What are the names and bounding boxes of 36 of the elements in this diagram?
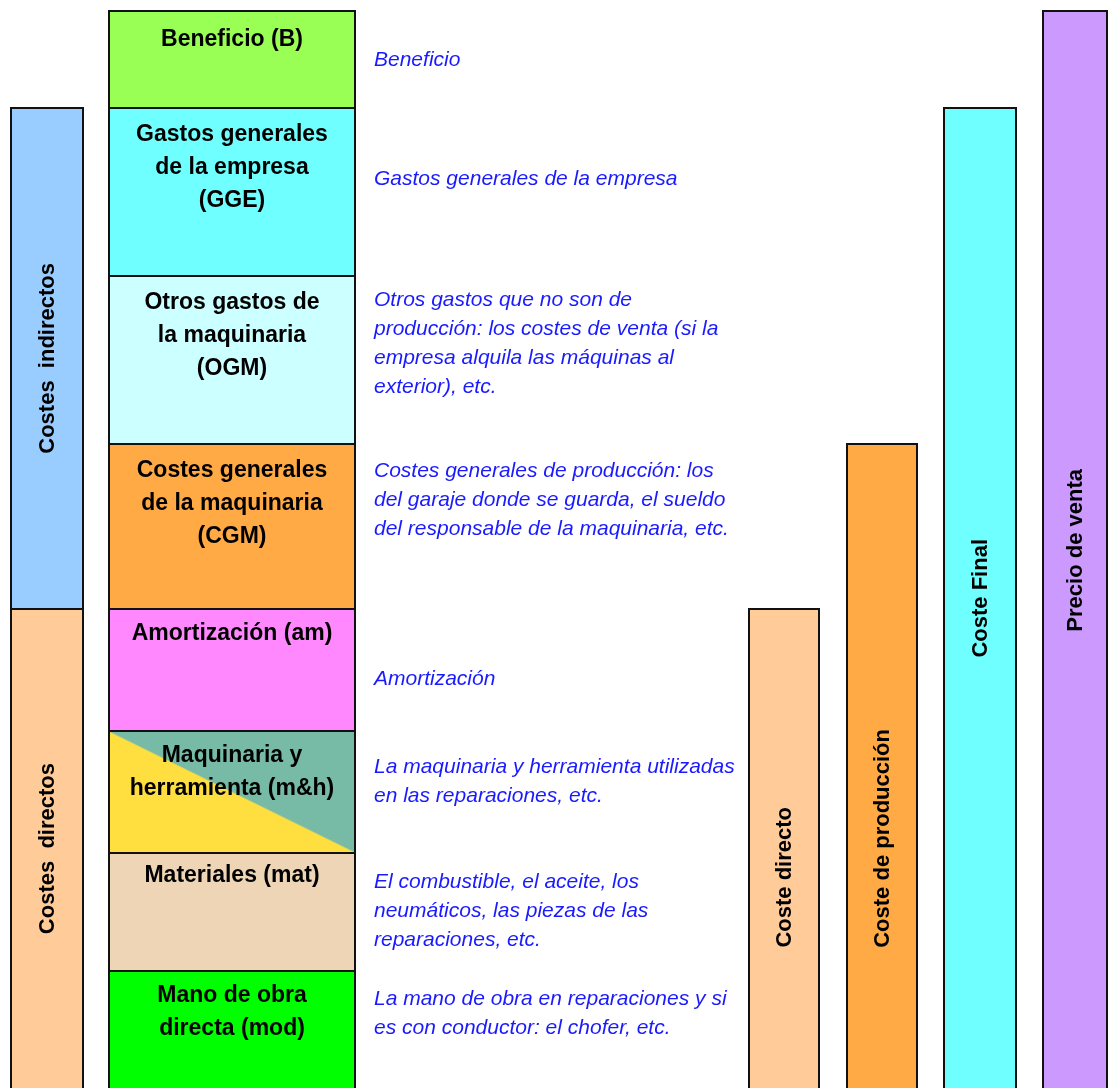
block-label: Costes generales de la maquinaria (CGM) xyxy=(135,455,329,550)
block-label: Amortización (am) xyxy=(131,618,333,647)
cost-block xyxy=(108,970,356,1088)
bar-label: Coste directo xyxy=(771,807,797,948)
description-text: La mano de obra en reparaciones y si es con conductor: el chofer, etc. xyxy=(374,985,728,1040)
description-text: La maquinaria y herramienta utilizadas en las reparaciones, etc. xyxy=(374,753,736,808)
cost-block xyxy=(108,608,356,732)
cost-bar xyxy=(943,107,1017,1088)
description-text: El combustible, el aceite, los neumáticos, las piezas de las reparaciones, etc. xyxy=(374,868,650,952)
block-label: Maquinaria y herramienta (m&h) xyxy=(128,740,336,802)
description-text: Otros gastos que no son de producción: los costes de venta (si la empresa alquila las máquinas al exterior), etc. xyxy=(374,286,720,399)
cost-bar xyxy=(1042,10,1108,1088)
block-label: Beneficio (B) xyxy=(161,24,303,53)
cost-block xyxy=(108,730,356,854)
bar-label: Coste Final xyxy=(967,539,993,658)
block-label: Otros gastos de la maquinaria (OGM) xyxy=(143,287,321,382)
cost-bar xyxy=(846,443,918,1088)
cost-bar xyxy=(748,608,820,1088)
cost-bar xyxy=(10,608,84,1088)
description-text: Beneficio xyxy=(374,46,462,72)
block-label: Gastos generales de la empresa (GGE) xyxy=(135,119,329,214)
description-text: Costes generales de producción: los del garaje donde se guarda, el sueldo del responsable de la maquinaria, etc. xyxy=(374,457,730,541)
description-text: Gastos generales de la empresa xyxy=(374,165,679,191)
bar-label: Precio de venta xyxy=(1062,468,1088,632)
bar-label: Coste de producción xyxy=(869,729,895,948)
bar-label: Costes indirectos xyxy=(34,263,60,454)
cost-block xyxy=(108,10,356,109)
block-label: Mano de obra directa (mod) xyxy=(156,980,308,1042)
bar-label: Costes directos xyxy=(34,763,60,935)
cost-block xyxy=(108,107,356,277)
cost-block xyxy=(108,275,356,445)
cost-bar xyxy=(10,107,84,610)
block-label: Materiales (mat) xyxy=(144,860,320,889)
cost-block xyxy=(108,852,356,972)
cost-block xyxy=(108,443,356,610)
description-text: Amortización xyxy=(374,665,497,691)
